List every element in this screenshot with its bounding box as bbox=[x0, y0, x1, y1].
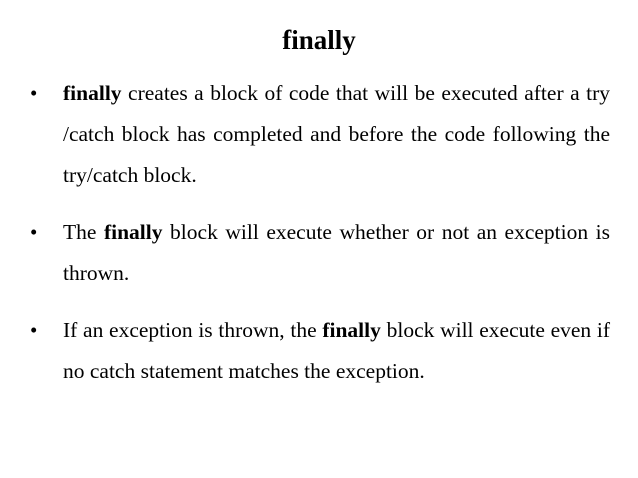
bullet-text: The finally block will execute whether o… bbox=[63, 212, 610, 294]
bullet-text: If an exception is thrown, the finally b… bbox=[63, 310, 610, 392]
bullet-text-after: block will execute even if no catch stat… bbox=[63, 318, 611, 383]
bullet-text-after: block will execute whether or not an exc… bbox=[63, 220, 610, 285]
bullet-item: • The finally block will execute whether… bbox=[30, 212, 610, 294]
bullet-item: • If an exception is thrown, the finally… bbox=[30, 310, 610, 392]
slide-title: finally bbox=[282, 25, 356, 55]
bullet-text-rest: creates a block of code that will be exe… bbox=[63, 81, 610, 187]
bullet-dot-icon: • bbox=[30, 318, 38, 342]
bullet-text: finally creates a block of code that wil… bbox=[63, 73, 610, 196]
bullet-text-before: The bbox=[63, 220, 104, 244]
bullet-item: • finally creates a block of code that w… bbox=[30, 73, 610, 196]
bullet-text-before: If an exception is thrown, the bbox=[63, 318, 323, 342]
keyword-finally: finally bbox=[322, 318, 381, 342]
keyword-finally: finally bbox=[103, 220, 163, 244]
bullet-dot-icon: • bbox=[30, 220, 38, 244]
bullet-dot-icon: • bbox=[30, 81, 38, 105]
keyword-finally: finally bbox=[63, 81, 122, 105]
